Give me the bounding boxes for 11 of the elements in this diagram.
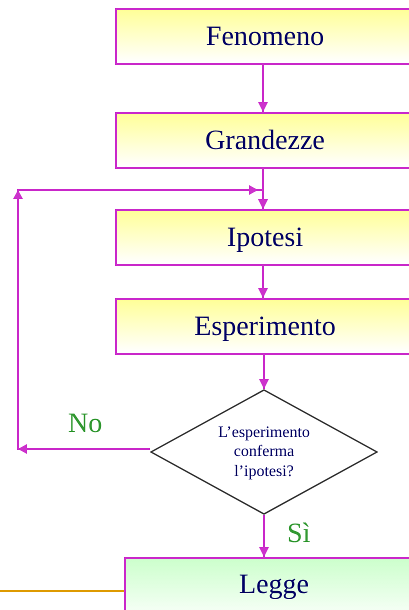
box-text: Fenomeno — [206, 20, 324, 52]
box-text: Legge — [239, 569, 309, 601]
process-box — [115, 209, 409, 266]
process-box — [115, 298, 409, 355]
box-text: Esperimento — [194, 310, 336, 342]
box-text: Ipotesi — [226, 222, 304, 254]
process-box — [115, 8, 409, 65]
box-text: Grandezze — [205, 124, 325, 156]
decision-diamond — [150, 389, 378, 515]
process-box — [115, 112, 409, 169]
decision-text: L’esperimento conferma l’ipotesi? — [217, 423, 311, 481]
